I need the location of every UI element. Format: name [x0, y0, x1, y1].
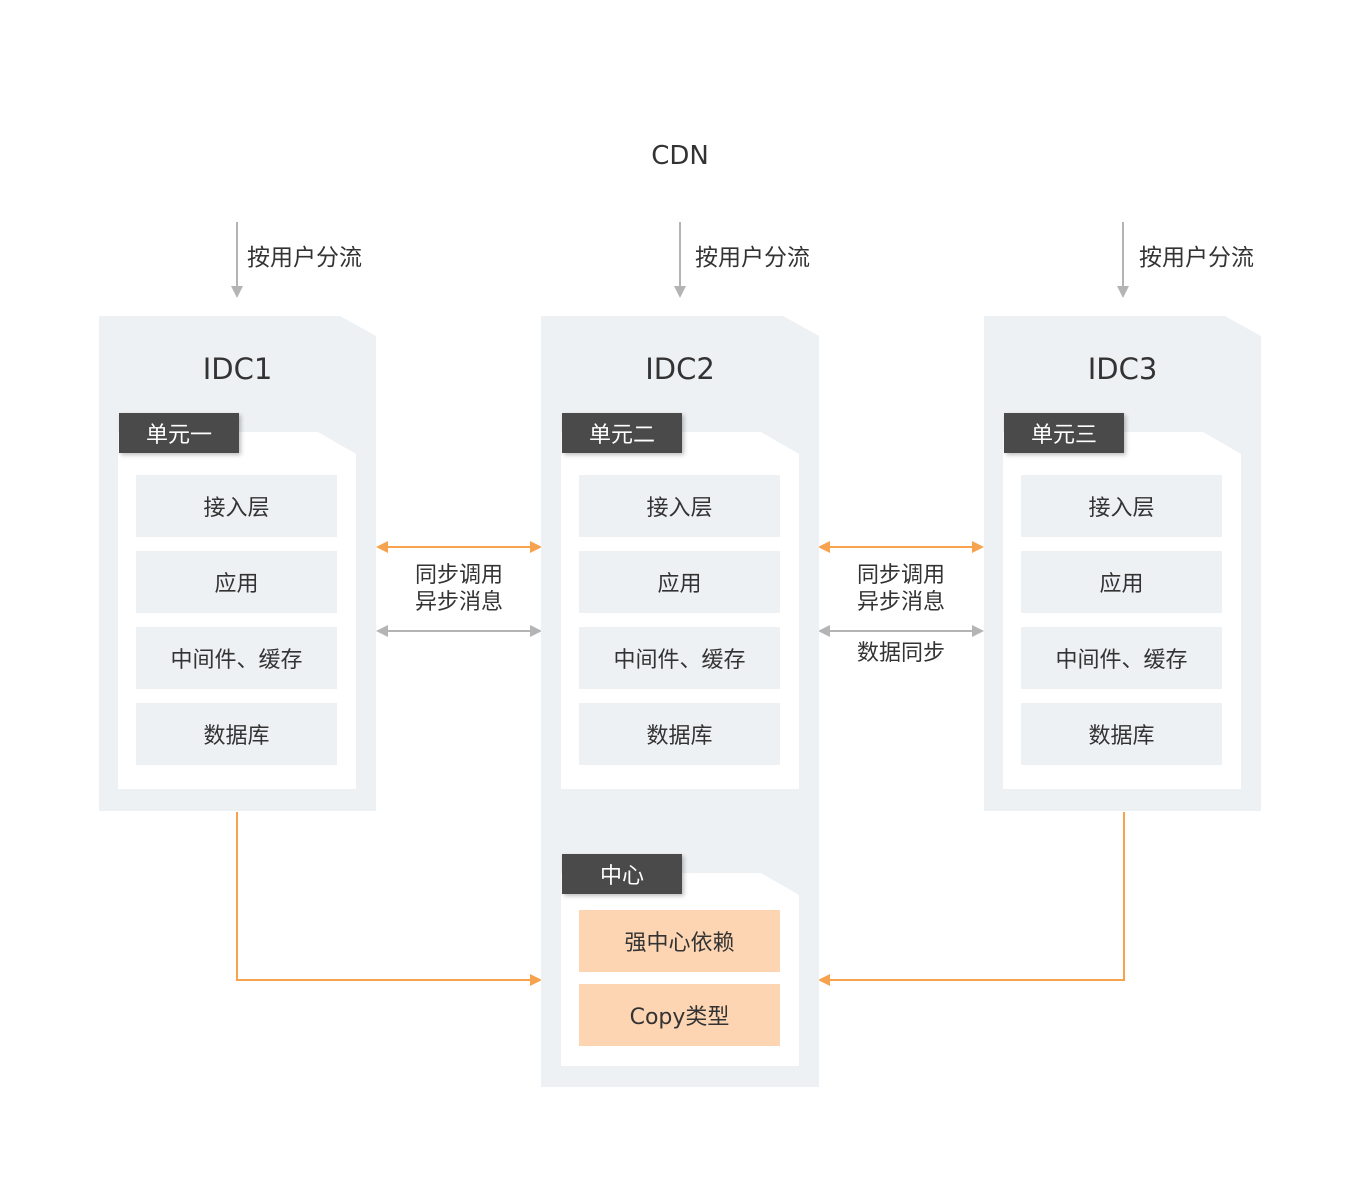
unit3-tag: 单元三	[1004, 413, 1124, 453]
unit1-tag: 单元一	[119, 413, 239, 453]
idc2-title: IDC2	[645, 352, 715, 386]
split-label-1: 按用户分流	[247, 245, 362, 271]
unit1-database: 数据库	[136, 703, 337, 765]
center-card: 强中心依赖 Copy类型	[561, 873, 799, 1066]
idc3-title: IDC3	[1087, 352, 1158, 386]
unit2-database: 数据库	[579, 703, 780, 765]
center-strong-dependency: 强中心依赖	[579, 910, 780, 972]
unit3-access-layer: 接入层	[1021, 475, 1222, 537]
unit3-application: 应用	[1021, 551, 1222, 613]
link-right-sync-label: 同步调用	[856, 563, 945, 588]
unit1-middleware-cache: 中间件、缓存	[136, 627, 337, 689]
unit1-application: 应用	[136, 551, 337, 613]
idc1-title: IDC1	[202, 352, 273, 386]
center-tag: 中心	[562, 854, 682, 894]
unit2-tag: 单元二	[562, 413, 682, 453]
unit2-card: 接入层 应用 中间件、缓存 数据库	[561, 432, 799, 789]
unit1-card: 接入层 应用 中间件、缓存 数据库	[118, 432, 356, 789]
center-copy-type: Copy类型	[579, 984, 780, 1046]
cdn-label: CDN	[651, 141, 709, 171]
unit2-middleware-cache: 中间件、缓存	[579, 627, 780, 689]
cdn-bar: CDN	[98, 112, 1262, 200]
link-right-async-label: 异步消息	[856, 590, 945, 615]
split-label-3: 按用户分流	[1139, 245, 1254, 271]
idc3-to-center-arrow	[818, 812, 1125, 986]
split-label-2: 按用户分流	[695, 245, 810, 271]
link-right-data-sync-label: 数据同步	[856, 641, 945, 666]
unit2-access-layer: 接入层	[579, 475, 780, 537]
unit1-access-layer: 接入层	[136, 475, 337, 537]
link-left-sync-label: 同步调用	[414, 563, 503, 588]
idc1-to-center-arrow	[236, 812, 542, 986]
unit3-middleware-cache: 中间件、缓存	[1021, 627, 1222, 689]
unit3-database: 数据库	[1021, 703, 1222, 765]
unit2-application: 应用	[579, 551, 780, 613]
link-left-async-label: 异步消息	[414, 590, 503, 615]
unit3-card: 接入层 应用 中间件、缓存 数据库	[1003, 432, 1241, 789]
